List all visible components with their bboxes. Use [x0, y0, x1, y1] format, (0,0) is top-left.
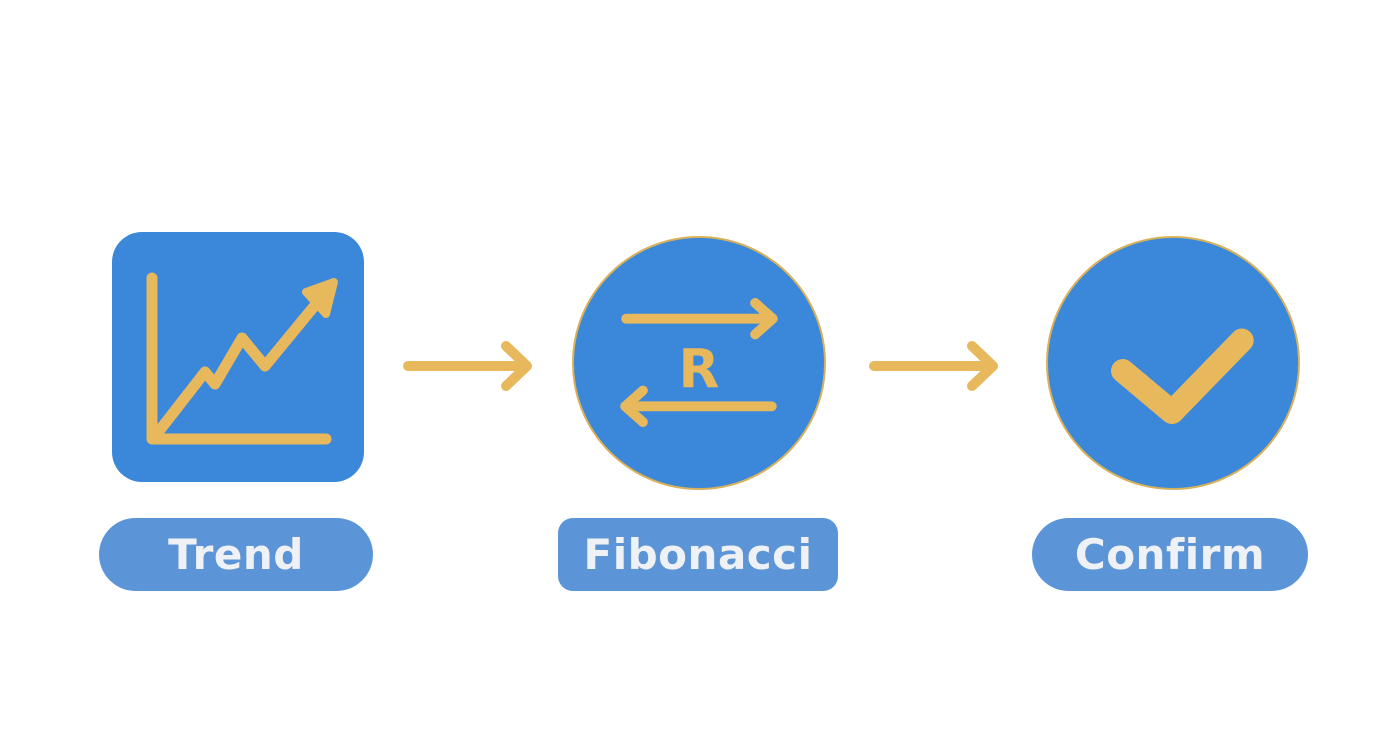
trend-arrowhead: [302, 278, 338, 318]
arrow-left-head: [620, 385, 648, 427]
trend-line: [150, 292, 327, 441]
arrow-right-icon: [869, 341, 998, 391]
fibonacci-step-icon-circle: R: [572, 236, 826, 490]
retracement-letter: R: [679, 339, 720, 401]
arrow-right-head: [750, 298, 778, 340]
confirm-label: Confirm: [1032, 518, 1308, 591]
trend-label: Trend: [99, 518, 373, 591]
confirm-step-icon-circle: [1046, 236, 1300, 490]
arrow-right-icon: [403, 341, 532, 391]
chart-axes: [146, 272, 332, 445]
trend-step-icon-tile: [112, 232, 364, 482]
fibonacci-label: Fibonacci: [558, 518, 838, 591]
trend-chart-icon: [146, 272, 338, 445]
retracement-arrows-icon: R: [620, 298, 778, 427]
checkmark-icon: [1110, 328, 1254, 425]
